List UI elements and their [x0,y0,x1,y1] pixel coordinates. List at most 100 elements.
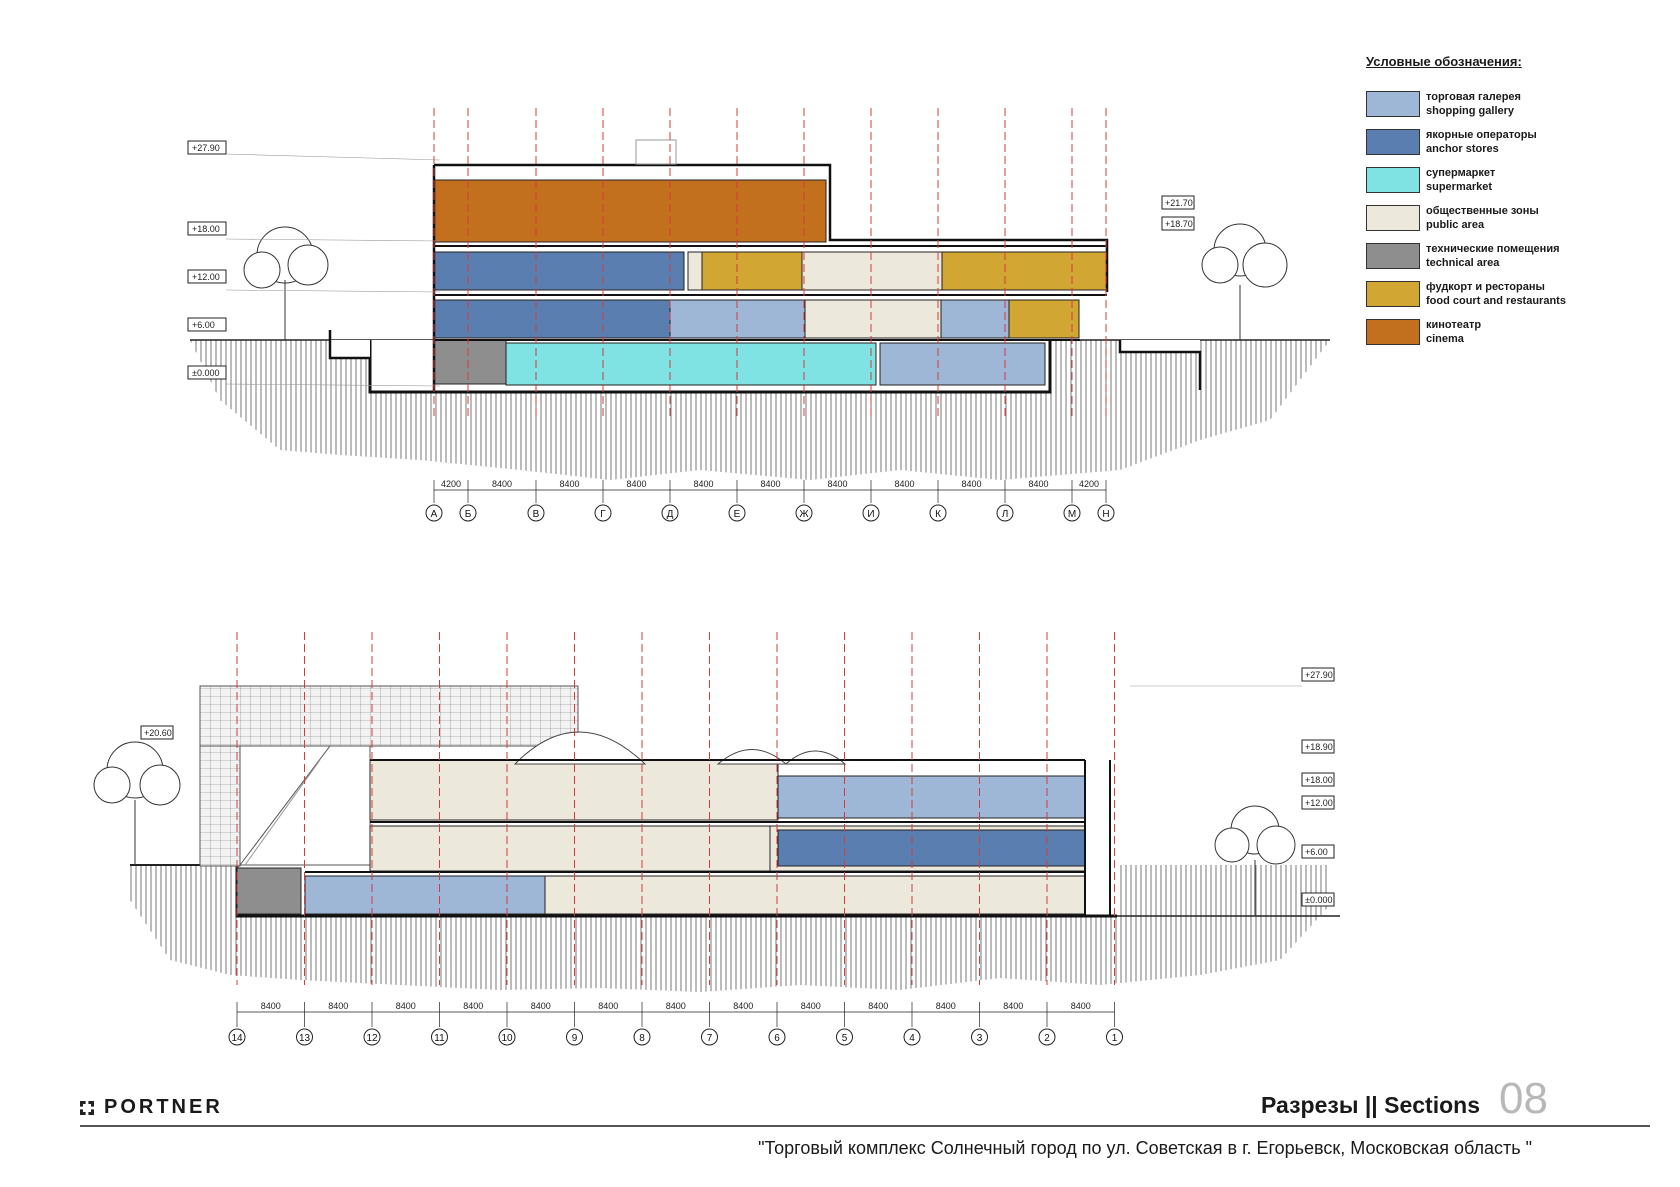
axis-label: 11 [434,1033,445,1044]
axis-label: 14 [231,1033,243,1044]
dimension-label: 4200 [441,479,461,489]
sheet-title: Разрезы || Sections [1261,1092,1480,1118]
svg-text:+18.90: +18.90 [1305,742,1333,752]
axis-label: Л [1002,509,1009,520]
dimension-label: 8400 [1028,479,1048,489]
svg-text:+18.00: +18.00 [1305,775,1333,785]
legend-title: Условные обозначения: [1366,54,1522,69]
axis-bubble [633,1028,651,1046]
level-marker: +27.90 [1130,667,1335,687]
legend-swatch [1366,91,1420,117]
axis-label: 2 [1044,1033,1050,1044]
axis-bubble [459,504,477,522]
dimension-label: 8400 [760,479,780,489]
level-marker: +6.00 [187,317,227,332]
svg-text:+18.70: +18.70 [1165,219,1193,229]
axis-label: 1 [1112,1033,1118,1044]
svg-text:+6.00: +6.00 [192,320,215,330]
dimension-label: 8400 [463,1001,483,1011]
svg-text:+27.90: +27.90 [1305,670,1333,680]
svg-text:+21.70: +21.70 [1165,198,1193,208]
level-marker: +27.90 [187,140,441,161]
level-marker: +18.00 [187,221,441,242]
axis-label: 12 [366,1033,378,1044]
dimension-label: 8400 [801,1001,821,1011]
dimension-label: 8400 [894,479,914,489]
svg-text:+12.00: +12.00 [1305,798,1333,808]
dimension-label: 8400 [666,1001,686,1011]
dimension-label: 8400 [328,1001,348,1011]
dimension-label: 8400 [559,479,579,489]
axis-bubble [431,1028,448,1046]
dimension-label: 8400 [733,1001,753,1011]
axis-bubble [862,504,880,522]
axis-bubble [996,504,1014,522]
level-marker: ±0.000 [1301,892,1335,907]
svg-text:+12.00: +12.00 [192,272,220,282]
sheet-number: 08 [1499,1074,1548,1123]
legend-swatch [1366,129,1420,155]
axis-bubble [728,504,746,522]
legend-swatch [1366,205,1420,231]
svg-text:±0.000: ±0.000 [1305,895,1332,905]
axis-label: К [935,509,941,520]
axis-bubble [228,1028,246,1046]
axis-label: Г [600,509,606,520]
dimension-label: 8400 [961,479,981,489]
legend-swatch [1366,167,1420,193]
axis-label: 7 [707,1033,713,1044]
axis-bubble [1038,1028,1056,1046]
axis-bubble [701,1028,718,1046]
axis-bubble [1063,504,1081,522]
axis-bubble [594,504,612,522]
dimension-label: 8400 [598,1001,618,1011]
logo-text: PORTNER [104,1096,223,1118]
logo-icon [80,1100,94,1115]
axis-label: А [431,509,438,520]
axis-bubble [836,1028,853,1046]
axis-label: 10 [501,1033,513,1044]
axis-label: 6 [774,1033,780,1044]
axis-label: Е [734,509,741,520]
axis-bubble [768,1028,786,1046]
axis-bubble [566,1028,583,1046]
dimension-label: 8400 [868,1001,888,1011]
axis-bubble [296,1028,313,1046]
axis-label: 8 [639,1033,645,1044]
axis-label: 9 [572,1033,578,1044]
dimension-label: 4200 [1079,479,1099,489]
dimension-label: 8400 [1071,1001,1091,1011]
axis-bubble [795,504,813,522]
level-marker: +18.90 [1301,739,1335,754]
level-markers-1: +27.90 +18.00 +12.00 +6.00 ±0.000 +21.70… [187,140,1195,387]
dimension-label: 8400 [396,1001,416,1011]
axis-label: Н [1102,509,1109,520]
axis-bubble [363,1028,381,1046]
legend-swatch [1366,319,1420,345]
dimension-label: 8400 [261,1001,281,1011]
axis-label: 3 [977,1033,983,1044]
svg-text:±0.000: ±0.000 [192,368,219,378]
dimension-label: 8400 [1003,1001,1023,1011]
level-marker: +18.70 [1161,216,1195,231]
axis-bubble [661,504,679,522]
legend-swatch [1366,281,1420,307]
axis-bubble [527,504,545,522]
axis-label: 13 [299,1033,311,1044]
dimension-label: 8400 [936,1001,956,1011]
axis-label: И [867,509,874,520]
axis-label: 5 [842,1033,848,1044]
level-marker: +21.70 [1161,195,1195,210]
dimension-label: 8400 [492,479,512,489]
legend-swatch [1366,243,1420,269]
axis-label: М [1068,509,1076,520]
